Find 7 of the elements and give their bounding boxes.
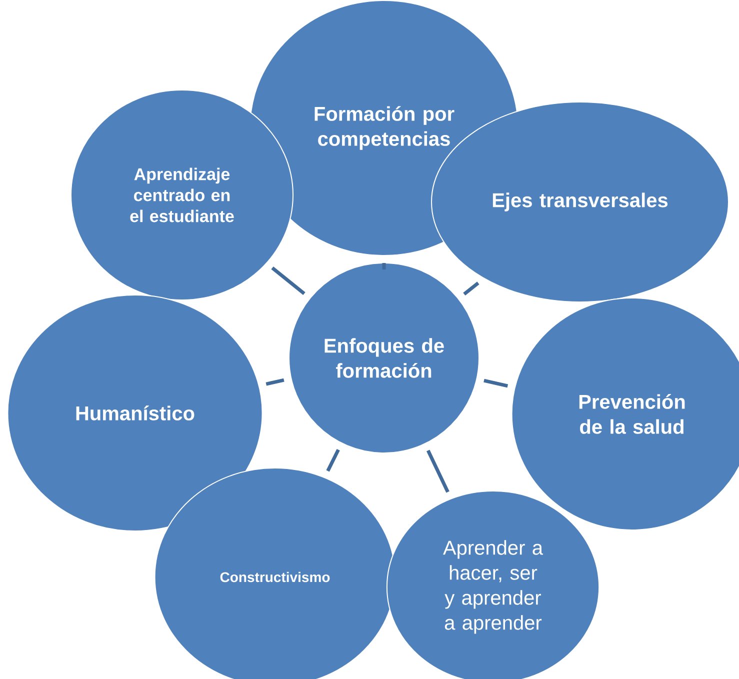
connector-line	[463, 282, 480, 296]
connector-line	[271, 266, 306, 295]
connector-line	[266, 378, 284, 386]
connector-line	[484, 378, 508, 388]
connector-line	[382, 262, 386, 270]
connector-line	[426, 450, 450, 493]
connector-line	[326, 448, 340, 472]
